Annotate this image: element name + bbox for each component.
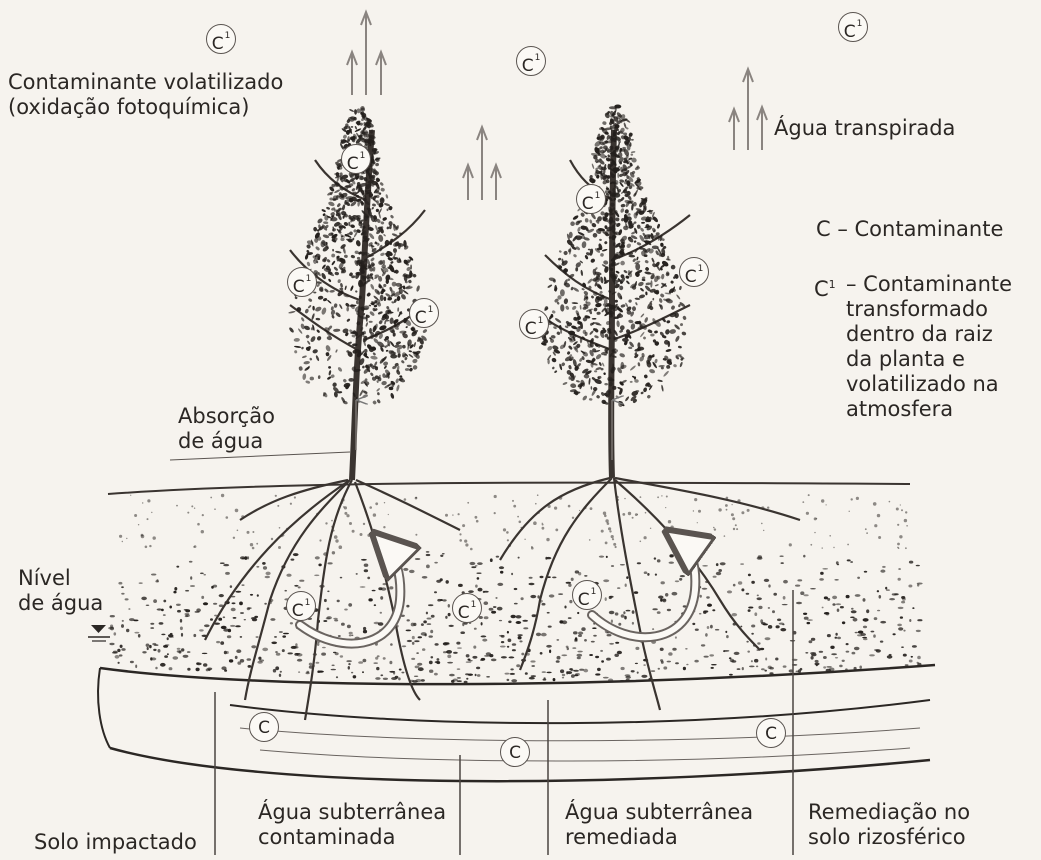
water-table-marker [88,625,110,641]
contaminant-badge: C [500,737,530,767]
groundwater-mid [230,700,930,723]
basin-left-wall [98,668,110,748]
transformed-contaminant-badge: C1 [206,24,236,54]
transpiration-arrows [729,69,767,150]
rhizosphere-remediation-label: Remediação no solo rizosférico [808,800,970,850]
legend-contaminant: C – Contaminante [816,217,1003,242]
volatilized-contaminant-label: Contaminante volatilizado (oxidação foto… [8,70,283,120]
transformed-contaminant-badge: C1 [576,184,606,214]
contaminated-groundwater-label: Água subterrânea contaminada [258,800,446,850]
transformed-contaminant-badge: C1 [572,580,602,610]
legend-transformed-text: – Contaminante transformado dentro da ra… [846,272,1012,422]
transformed-contaminant-badge: C1 [286,591,316,621]
remediated-groundwater-label: Água subterrânea remediada [565,800,753,850]
contaminant-badge: C [249,712,279,742]
water-absorption-label: Absorção de água [178,404,275,454]
transformed-contaminant-badge: C1 [452,593,482,623]
impacted-soil-label: Solo impactado [34,830,197,855]
soil-layer [108,494,923,684]
groundwater-line-2 [260,748,910,761]
transformed-contaminant-badge: C1 [287,267,317,297]
water-level-label: Nível de água [18,566,103,616]
sap-flow-arrows [356,400,612,460]
transformed-contaminant-badge: C1 [341,144,371,174]
groundwater-line-1 [240,728,920,741]
transformed-contaminant-badge: C1 [516,46,546,76]
contaminant-badge: C [756,718,786,748]
transpired-water-label: Água transpirada [774,116,955,141]
ground-surface [108,483,910,494]
transformed-contaminant-badge: C1 [519,309,549,339]
legend-transformed-symbol: C1 [814,272,836,302]
transformed-contaminant-badge: C1 [838,12,868,42]
transformed-contaminant-badge: C1 [409,298,439,328]
transformed-contaminant-badge: C1 [679,257,709,287]
